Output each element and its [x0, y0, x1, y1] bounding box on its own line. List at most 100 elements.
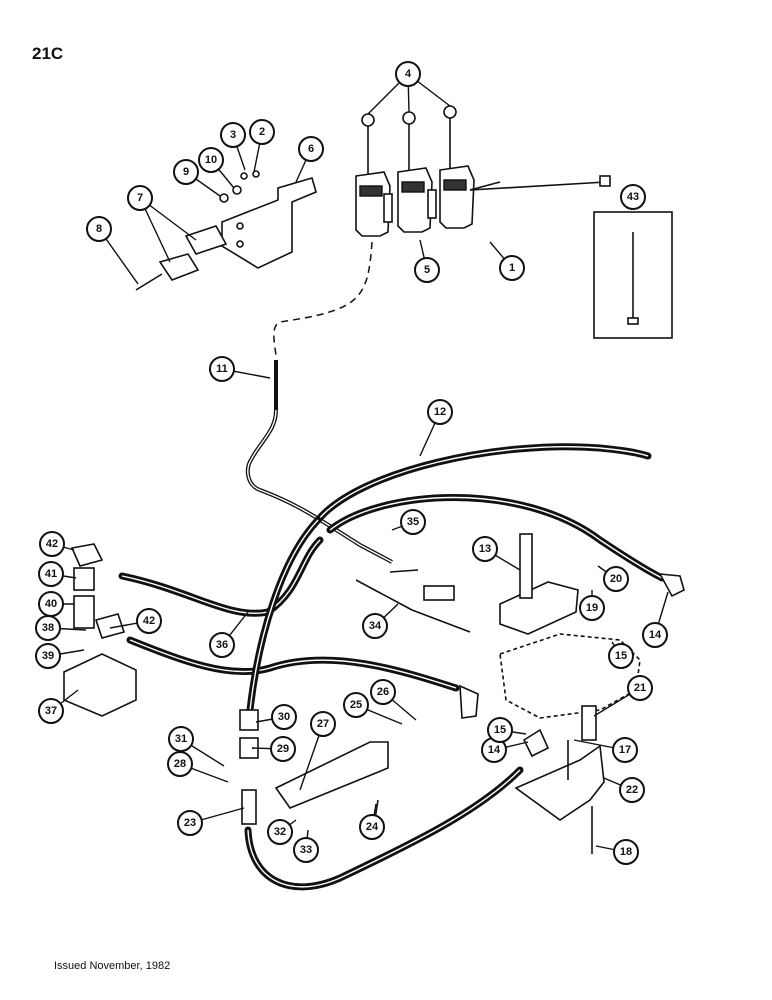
callout-label: 30: [278, 711, 290, 723]
callout-label: 7: [137, 192, 143, 204]
shield: [514, 744, 605, 821]
callout-label: 20: [610, 573, 622, 585]
mounting-bracket: [499, 581, 579, 635]
callout-label: 15: [494, 724, 506, 736]
callout-17: 17: [612, 737, 638, 763]
callout-42: 42: [136, 608, 162, 634]
page-number: 21C: [32, 44, 64, 63]
callout-28: 28: [167, 751, 193, 777]
callout-label: 29: [277, 743, 289, 755]
callout-circle: [579, 595, 605, 621]
callout-label: 10: [205, 154, 217, 166]
callout-39: 39: [35, 643, 61, 669]
callout-3: 3: [220, 122, 246, 148]
callout-9: 9: [173, 159, 199, 185]
callout-label: 31: [175, 733, 187, 745]
callout-circle: [613, 839, 639, 865]
hose: [326, 494, 666, 582]
callout-label: 22: [626, 784, 638, 796]
callout-35: 35: [400, 509, 426, 535]
callout-circle: [362, 613, 388, 639]
callout-label: 13: [479, 543, 491, 555]
callout-circle: [487, 717, 513, 743]
callout-circle: [136, 608, 162, 634]
callout-15: 15: [487, 717, 513, 743]
callout-label: 17: [619, 744, 631, 756]
callout-circle: [310, 711, 336, 737]
callout-label: 42: [143, 615, 155, 627]
callout-30: 30: [271, 704, 297, 730]
callout-5: 5: [414, 257, 440, 283]
callout-circle: [167, 751, 193, 777]
callout-circle: [86, 216, 112, 242]
callout-circle: [168, 726, 194, 752]
callout-label: 39: [42, 650, 54, 662]
callout-circle: [400, 509, 426, 535]
callout-circle: [249, 119, 275, 145]
callout-29: 29: [270, 736, 296, 762]
callout-circle: [35, 643, 61, 669]
bracket: [274, 741, 389, 809]
callout-label: 14: [649, 629, 662, 641]
callout-label: 3: [230, 129, 236, 141]
callout-label: 8: [96, 223, 102, 235]
callout-label: 26: [377, 686, 389, 698]
plate: [158, 253, 200, 281]
callout-circle: [209, 356, 235, 382]
callout-circle: [620, 184, 646, 210]
callout-2: 2: [249, 119, 275, 145]
callout-label: 19: [586, 602, 598, 614]
callout-label: 2: [259, 126, 265, 138]
callout-label: 5: [424, 264, 430, 276]
callout-label: 37: [45, 705, 57, 717]
callout-label: 40: [45, 598, 57, 610]
callout-label: 43: [627, 191, 639, 203]
control-cable: [245, 360, 393, 564]
callout-20: 20: [603, 566, 629, 592]
callout-circle: [627, 675, 653, 701]
callout-25: 25: [343, 692, 369, 718]
callout-circle: [270, 736, 296, 762]
callout-4: 4: [395, 61, 421, 87]
callout-circle: [173, 159, 199, 185]
issue-date: Issued November, 1982: [54, 960, 171, 972]
callout-label: 11: [216, 363, 228, 375]
callout-label: 32: [274, 826, 286, 838]
hose: [118, 536, 324, 617]
callout-8: 8: [86, 216, 112, 242]
callout-label: 14: [488, 744, 501, 756]
callout-circle: [414, 257, 440, 283]
callout-24: 24: [359, 814, 385, 840]
callout-label: 24: [366, 821, 379, 833]
callout-circle: [359, 814, 385, 840]
callout-37: 37: [38, 698, 64, 724]
callout-23: 23: [177, 810, 203, 836]
callout-label: 42: [46, 538, 58, 550]
callout-21: 21: [627, 675, 653, 701]
callout-label: 6: [308, 143, 314, 155]
callout-circle: [642, 622, 668, 648]
callout-circle: [472, 536, 498, 562]
callout-18: 18: [613, 839, 639, 865]
callout-label: 34: [369, 620, 382, 632]
callout-label: 41: [45, 568, 57, 580]
callout-label: 15: [615, 650, 627, 662]
callout-label: 25: [350, 699, 362, 711]
exploded-view-drawing: [63, 105, 685, 891]
callout-12: 12: [427, 399, 453, 425]
callout-circle: [427, 399, 453, 425]
callout-label: 18: [620, 846, 632, 858]
callout-circle: [343, 692, 369, 718]
callout-circle: [38, 591, 64, 617]
callout-circle: [220, 122, 246, 148]
callout-10: 10: [198, 147, 224, 173]
callout-label: 35: [407, 516, 419, 528]
callout-circle: [39, 531, 65, 557]
callout-label: 1: [509, 262, 515, 274]
callout-43: 43: [620, 184, 646, 210]
callout-circle: [499, 255, 525, 281]
callout-6: 6: [298, 136, 324, 162]
callout-32: 32: [267, 819, 293, 845]
callout-circle: [198, 147, 224, 173]
